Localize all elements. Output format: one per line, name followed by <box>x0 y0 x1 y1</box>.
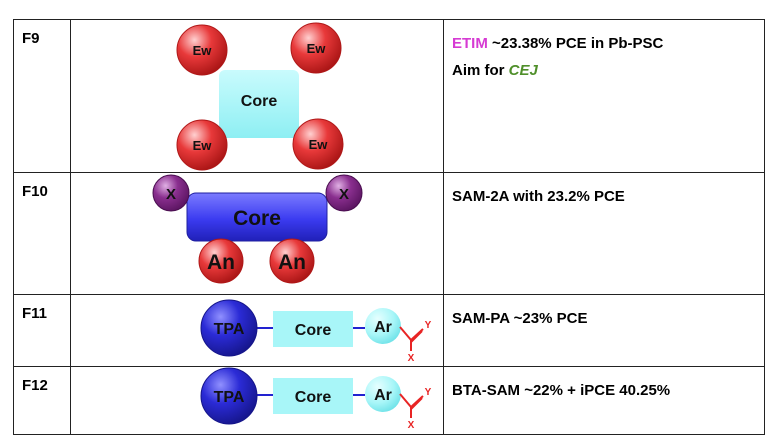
an-label: An <box>278 251 306 274</box>
ew-group-top-right <box>290 22 342 74</box>
row-id-cell: F10 <box>13 172 71 295</box>
description-cell-f11: SAM-PA ~23% PCE <box>443 294 765 367</box>
structure-table: F9 Core Ew <box>13 19 765 435</box>
figure-cell-f9: Core Ew Ew Ew Ew <box>70 19 444 173</box>
an-group-right <box>269 238 315 284</box>
aryl-group <box>365 308 401 344</box>
ew-label: Ew <box>309 137 329 152</box>
row-id-cell: F12 <box>13 366 71 435</box>
description-cell-f10: SAM-2A with 23.2% PCE <box>443 172 765 295</box>
aryl-label: Ar <box>374 319 392 336</box>
aryl-label: Ar <box>374 387 392 404</box>
description-cell-f12: BTA-SAM ~22% + iPCE 40.25% <box>443 366 765 435</box>
ew-label: Ew <box>193 43 213 58</box>
core-label: Core <box>295 389 332 406</box>
tpa-donor <box>200 367 258 425</box>
core-box <box>273 378 353 414</box>
anchor-x-label: X <box>408 420 415 431</box>
ew-group-top-left <box>176 24 228 76</box>
x-group-right <box>325 174 363 212</box>
x-label: X <box>166 186 176 203</box>
description-f11: SAM-PA ~23% PCE <box>452 310 588 327</box>
etim-highlight: ETIM <box>452 35 488 52</box>
anchor-y-label: Y <box>425 320 432 331</box>
f10-diagram: Core X X An An <box>152 174 363 284</box>
anchor-group: Y X <box>399 387 432 431</box>
an-group-left <box>198 238 244 284</box>
core-label: Core <box>241 93 278 110</box>
ew-group-bottom-right <box>292 118 344 170</box>
core-box <box>186 192 328 242</box>
anchor-bond <box>410 397 423 410</box>
row-id-f12: F12 <box>22 377 48 394</box>
core-box <box>273 311 353 347</box>
figure-cell-f11: TPA Core Ar Y X <box>70 294 444 367</box>
row-id-f11: F11 <box>22 305 48 322</box>
anchor-group: Y X <box>399 320 432 364</box>
row-id-f10: F10 <box>22 183 48 200</box>
description-line2-prefix: Aim for <box>452 62 509 79</box>
figure-cell-f10: Core X X An An <box>70 172 444 295</box>
description-f12: BTA-SAM ~22% + iPCE 40.25% <box>452 382 671 399</box>
x-label: X <box>339 186 349 203</box>
x-group-left <box>152 174 190 212</box>
f12-diagram: TPA Core Ar Y X <box>200 367 432 431</box>
figure-cell-f12: TPA Core Ar Y X <box>70 366 444 435</box>
anchor-bond <box>399 326 412 341</box>
row-id-cell: F9 <box>13 19 71 173</box>
tpa-donor <box>200 299 258 357</box>
f9-diagram: Core Ew Ew Ew Ew <box>176 22 344 171</box>
cej-highlight: CEJ <box>508 62 538 79</box>
tpa-label: TPA <box>214 321 245 338</box>
row-id-cell: F11 <box>13 294 71 367</box>
anchor-bond <box>399 393 412 408</box>
ew-label: Ew <box>307 41 327 56</box>
row-id-f9: F9 <box>22 30 40 47</box>
core-box <box>219 70 299 138</box>
tpa-label: TPA <box>214 389 245 406</box>
ew-label: Ew <box>193 138 213 153</box>
core-label: Core <box>233 207 281 230</box>
description-f10: SAM-2A with 23.2% PCE <box>452 188 625 205</box>
table-row-f11: F11 TPA <box>13 294 765 367</box>
description-f9: ETIM ~23.38% PCE in Pb-PSC Aim for CEJ <box>452 30 663 84</box>
f11-diagram: TPA Core Ar Y X <box>200 299 432 364</box>
aryl-group <box>365 376 401 412</box>
description-cell-f9: ETIM ~23.38% PCE in Pb-PSC Aim for CEJ <box>443 19 765 173</box>
table-row-f9: F9 Core Ew <box>13 19 765 173</box>
anchor-y-label: Y <box>425 387 432 398</box>
ew-group-bottom-left <box>176 119 228 171</box>
an-label: An <box>207 251 235 274</box>
table-row-f10: F10 <box>13 172 765 295</box>
anchor-bond <box>410 330 423 343</box>
anchor-x-label: X <box>408 353 415 364</box>
description-line1-text: ~23.38% PCE in Pb-PSC <box>487 35 664 52</box>
core-label: Core <box>295 322 332 339</box>
table-row-f12: F12 TPA <box>13 366 765 435</box>
